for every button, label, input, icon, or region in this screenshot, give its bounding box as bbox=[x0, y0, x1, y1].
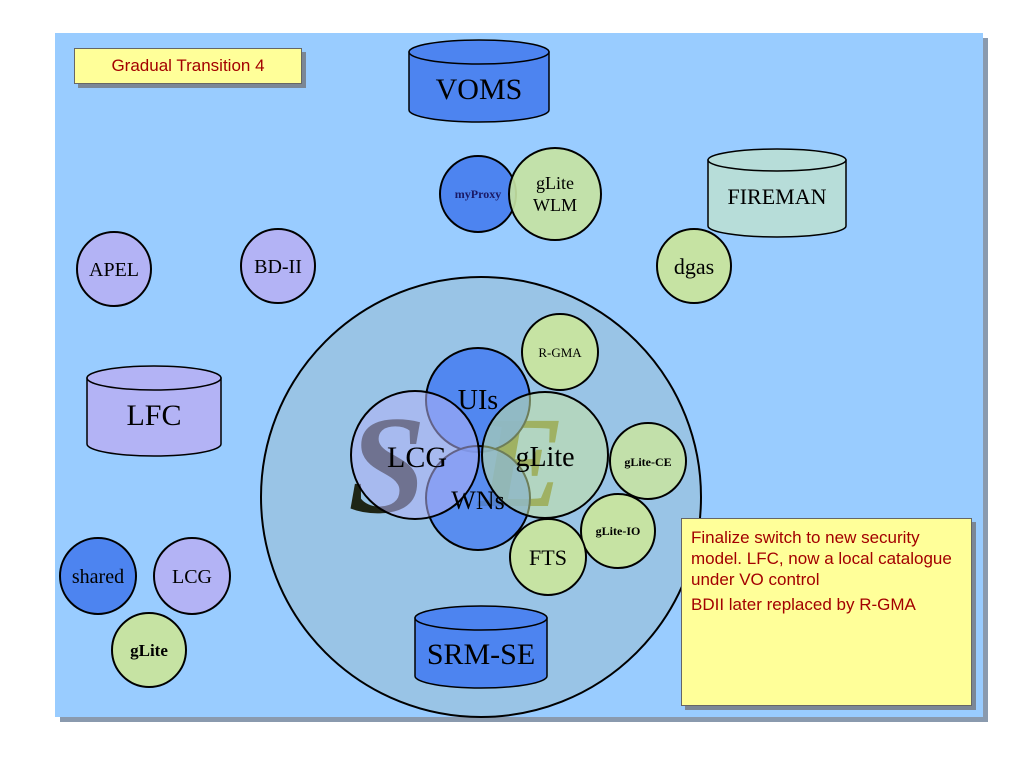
apel-node bbox=[76, 231, 152, 307]
glite-wlm-label-line2: WLM bbox=[533, 195, 577, 215]
voms-label: VOMS bbox=[436, 73, 523, 106]
legend-shared-label: shared bbox=[72, 566, 124, 588]
rgma-node bbox=[521, 313, 599, 391]
slide-title-text: Gradual Transition 4 bbox=[111, 56, 265, 75]
lfc-label: LFC bbox=[126, 399, 181, 432]
glite-center-label: gLite bbox=[515, 442, 574, 473]
note-paragraph-2: BDII later replaced by R-GMA bbox=[691, 595, 916, 614]
uis-label: UIs bbox=[458, 385, 498, 416]
slide-title: Gradual Transition 4 bbox=[74, 48, 302, 84]
fireman-database: FIREMAN bbox=[707, 148, 847, 238]
glite-io-label: gLite-IO bbox=[596, 524, 641, 538]
bdii-node bbox=[240, 228, 316, 304]
lfc-database: LFC bbox=[86, 365, 222, 457]
legend-lcg-node bbox=[153, 537, 231, 615]
rgma-label: R-GMA bbox=[538, 345, 582, 360]
fts-label: FTS bbox=[529, 545, 567, 570]
note-paragraph-1: Finalize switch to new security model. L… bbox=[691, 528, 952, 589]
legend-shared-node bbox=[59, 537, 137, 615]
glite-io-node bbox=[580, 493, 656, 569]
glite-center-node bbox=[481, 391, 609, 519]
apel-label: APEL bbox=[89, 259, 139, 281]
srm-se-label: SRM-SE bbox=[427, 638, 535, 671]
dgas-node bbox=[656, 228, 732, 304]
lcg-center-node bbox=[350, 390, 480, 520]
fireman-label: FIREMAN bbox=[727, 184, 826, 209]
dgas-label: dgas bbox=[674, 254, 714, 279]
glite-wlm-node bbox=[508, 147, 602, 241]
voms-database: VOMS bbox=[408, 39, 550, 123]
fts-node bbox=[509, 518, 587, 596]
srm-se-database: SRM-SE bbox=[414, 605, 548, 689]
lcg-center-label: LCG bbox=[387, 441, 447, 474]
legend-lcg-label: LCG bbox=[172, 566, 212, 588]
legend-glite-node bbox=[111, 612, 187, 688]
wns-label: WNs bbox=[451, 486, 504, 515]
glite-ce-label: gLite-CE bbox=[624, 455, 671, 469]
note-box: Finalize switch to new security model. L… bbox=[681, 518, 972, 706]
bdii-label: BD-II bbox=[254, 256, 302, 278]
myproxy-label: myProxy bbox=[455, 187, 501, 201]
glite-wlm-label-line1: gLite bbox=[536, 173, 574, 193]
glite-ce-node bbox=[609, 422, 687, 500]
legend-glite-label: gLite bbox=[130, 641, 168, 660]
